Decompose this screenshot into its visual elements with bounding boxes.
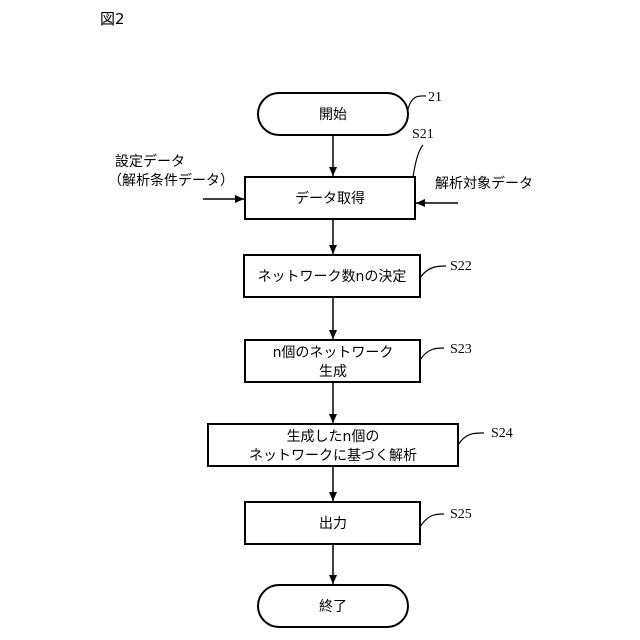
step-s21-label: データ取得 — [295, 190, 365, 207]
step-s25-id: S25 — [450, 507, 472, 522]
step-s21-leader — [413, 145, 423, 177]
step-s21-id: S21 — [412, 127, 434, 142]
step-s24-line2: ネットワークに基づく解析 — [249, 447, 417, 464]
start-ref: 21 — [428, 90, 442, 105]
step-s23-line2: 生成 — [319, 364, 347, 380]
step-s23-leader — [420, 348, 444, 360]
end-label: 終了 — [319, 599, 347, 615]
step-s22-label: ネットワーク数nの決定 — [258, 269, 407, 285]
start-ref-leader — [408, 96, 426, 109]
figure-label: 図2 — [100, 10, 125, 28]
step-s25-leader — [420, 514, 444, 527]
step-s22-id: S22 — [450, 259, 472, 274]
start-label: 開始 — [319, 107, 347, 123]
input-right-label: 解析対象データ — [435, 175, 533, 192]
step-s23-line1: n個のネットワーク — [273, 345, 394, 361]
step-s23-id: S23 — [450, 342, 472, 357]
input-left-line1: 設定データ — [115, 153, 185, 170]
step-s24-id: S24 — [491, 426, 513, 441]
step-s22-leader — [420, 266, 446, 278]
step-s24-leader — [458, 433, 484, 445]
input-left-line2: （解析条件データ） — [108, 172, 234, 189]
step-s24-line1: 生成したn個の — [287, 429, 380, 445]
step-s25-label: 出力 — [319, 516, 347, 532]
